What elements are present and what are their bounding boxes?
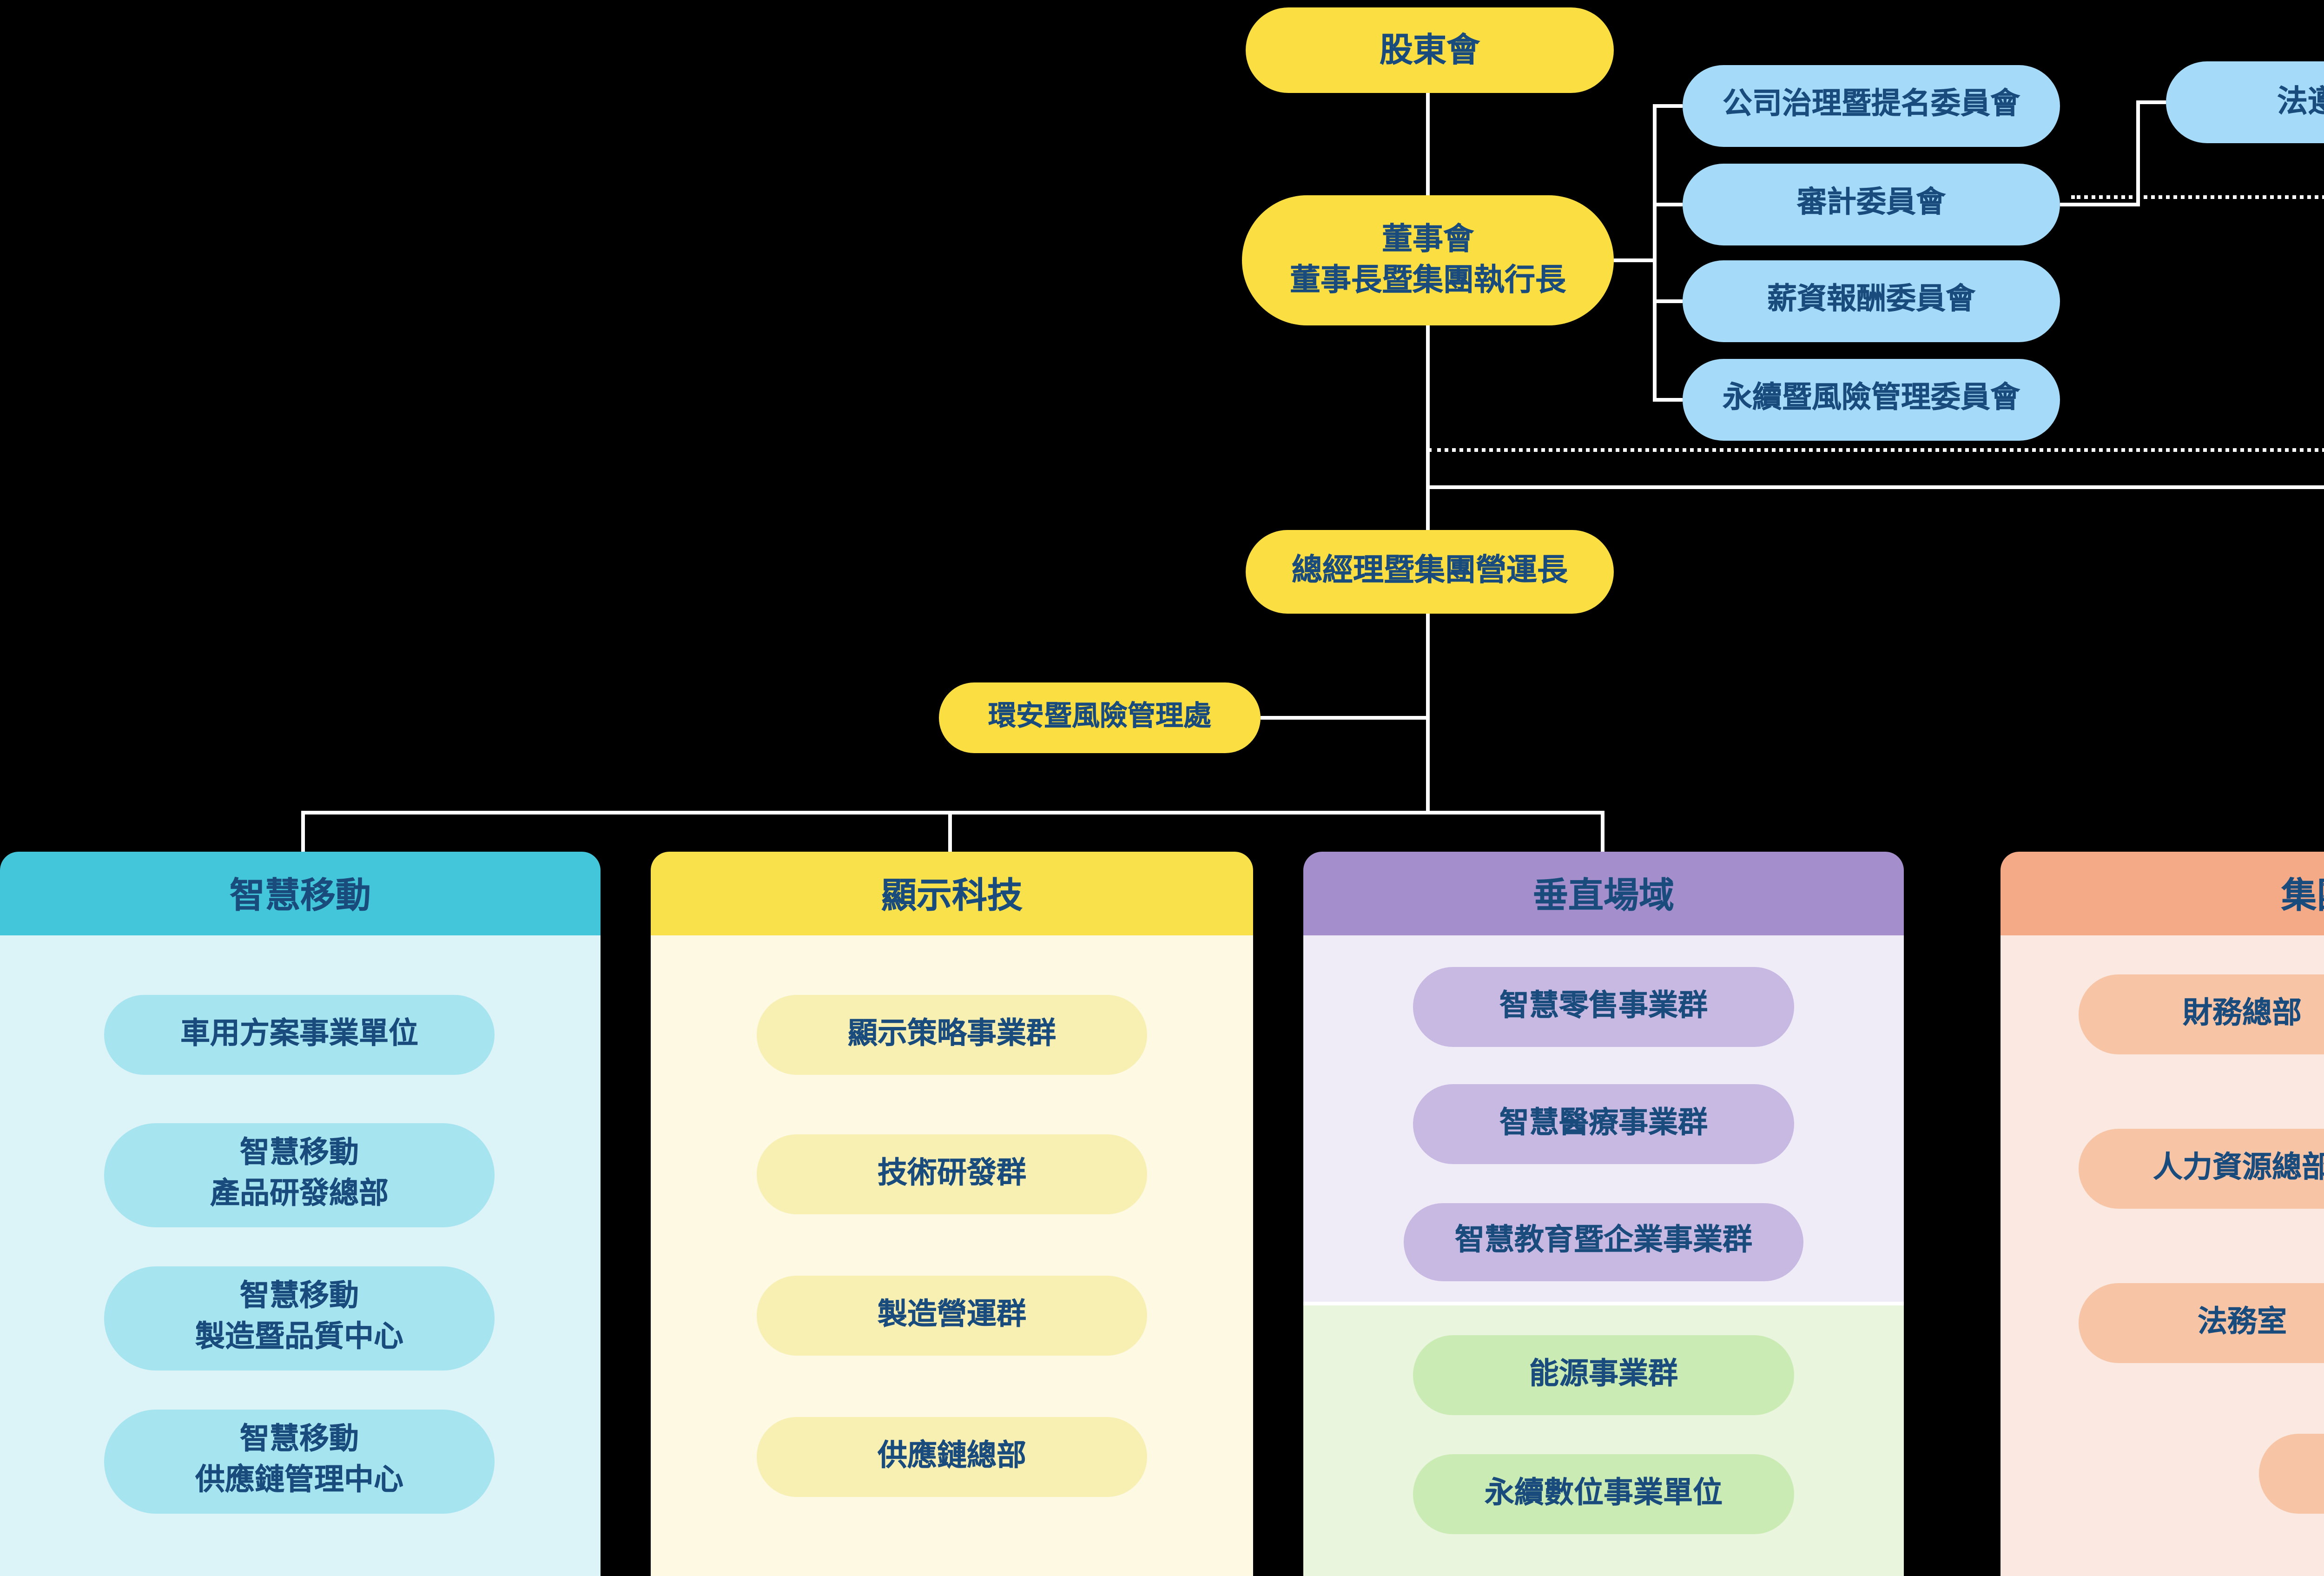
connector-line	[301, 811, 1604, 814]
connector-line	[1426, 485, 2324, 489]
connector-line	[2136, 100, 2140, 206]
pill-president-coo: 總經理暨集團營運長	[1246, 530, 1614, 614]
connector-line	[1426, 93, 1430, 195]
card-title: 智慧移動	[0, 852, 601, 935]
dotted-connector-line	[1428, 448, 2324, 452]
pill-hr-hq: 人力資源總部	[2079, 1129, 2324, 1209]
card-display-technology: 顯示科技 顯示策略事業群 技術研發群 製造營運群 供應鏈總部	[651, 852, 1253, 1576]
pill-display-strategy-bg: 顯示策略事業群	[757, 995, 1147, 1075]
connector-line	[948, 811, 952, 852]
connector-line	[1614, 258, 1655, 262]
pill-committee-governance-nomination: 公司治理暨提名委員會	[1683, 65, 2060, 147]
card-title: 垂直場域	[1303, 852, 1904, 935]
pill-smart-healthcare-bg: 智慧醫療事業群	[1413, 1084, 1794, 1164]
pill-shareholders-meeting: 股東會	[1246, 7, 1614, 93]
pill-ehs-risk-office: 環安暨風險管理處	[939, 682, 1261, 753]
pill-energy-bg: 能源事業群	[1413, 1335, 1794, 1415]
pill-legal-office: 法務室	[2079, 1283, 2324, 1363]
pill-committee-audit: 審計委員會	[1683, 164, 2060, 245]
pill-board-of-directors: 董事會 董事長暨集團執行長	[1242, 195, 1614, 325]
card-group-support: 集團營運支援單位 財務總部 數位技術發展總部 人力資源總部 永續發展總部 法務室…	[2000, 852, 2324, 1576]
pill-smart-retail-bg: 智慧零售事業群	[1413, 967, 1794, 1047]
pill-committee-compensation: 薪資報酬委員會	[1683, 260, 2060, 342]
connector-line	[1426, 614, 1430, 814]
pill-mobility-manufacturing-quality-center: 智慧移動 製造暨品質中心	[104, 1266, 495, 1371]
pill-chief-compliance-advisor: 法遵總顧問	[2166, 61, 2324, 143]
connector-line	[1601, 811, 1604, 852]
card-smart-mobility: 智慧移動 車用方案事業單位 智慧移動 產品研發總部 智慧移動 製造暨品質中心 智…	[0, 852, 601, 1576]
card-vertical-domains: 垂直場域 智慧零售事業群 智慧醫療事業群 智慧教育暨企業事業群 能源事業群 永續…	[1303, 852, 1904, 1576]
pill-manufacturing-ops-group: 製造營運群	[757, 1276, 1147, 1356]
connector-line	[301, 811, 305, 852]
connector-line	[1426, 325, 1430, 530]
pill-automotive-solutions-unit: 車用方案事業單位	[104, 995, 495, 1075]
connector-line	[1653, 104, 1657, 402]
pill-mobility-supply-chain-center: 智慧移動 供應鏈管理中心	[104, 1410, 495, 1514]
pill-supply-chain-hq: 供應鏈總部	[757, 1417, 1147, 1497]
dotted-connector-line	[2071, 195, 2324, 199]
connector-line	[2060, 203, 2140, 206]
connector-line	[2136, 100, 2166, 104]
pill-sustainable-digital-unit: 永續數位事業單位	[1413, 1454, 1794, 1534]
pill-smart-education-enterprise-bg: 智慧教育暨企業事業群	[1404, 1203, 1803, 1281]
card-title: 顯示科技	[651, 852, 1253, 935]
card-title: 集團營運支援單位	[2000, 852, 2324, 935]
pill-committee-sustainability-risk: 永續暨風險管理委員會	[1683, 359, 2060, 441]
pill-technology-rd-group: 技術研發群	[757, 1134, 1147, 1214]
connector-line	[1653, 203, 1683, 206]
connector-line	[1653, 299, 1683, 303]
connector-line	[1653, 398, 1683, 402]
connector-line	[1653, 104, 1683, 108]
pill-mobility-product-rd-hq: 智慧移動 產品研發總部	[104, 1123, 495, 1227]
pill-audit-mgmt-office: 稽核管理處	[2259, 1434, 2324, 1514]
connector-line	[1261, 716, 1428, 720]
pill-finance-hq: 財務總部	[2079, 974, 2324, 1054]
